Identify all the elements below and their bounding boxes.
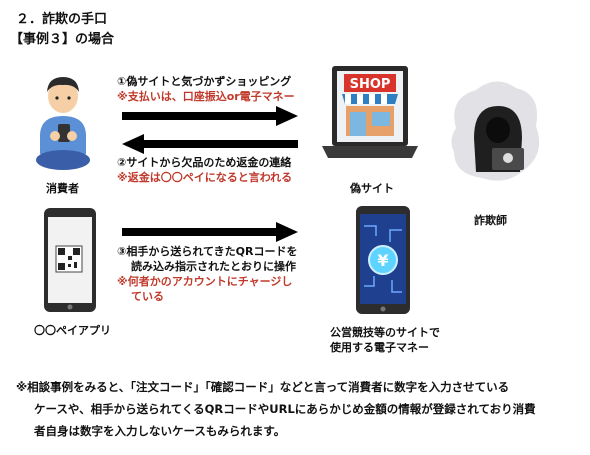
svg-text:¥: ¥ <box>377 251 388 270</box>
emoney-phone-illustration: ¥ <box>356 206 410 314</box>
arrow-right-1 <box>122 106 298 126</box>
arrow-right-3 <box>122 222 298 242</box>
arrow-left-2 <box>122 134 298 154</box>
pay-app-phone-illustration <box>44 208 96 312</box>
step3-note2: ている <box>131 290 164 303</box>
fraudster-illustration <box>451 81 540 181</box>
footnote-line1: ※相談事例をみると、「注文コード」「確認コード」などと言って消費者に数字を入力さ… <box>16 380 510 394</box>
step1-note: ※支払いは、口座振込or電子マネー <box>117 90 295 103</box>
emoney-label-line2: 使用する電子マネー <box>330 341 429 354</box>
fake-shop-laptop-illustration: SHOP <box>322 66 418 158</box>
footnote: ※相談事例をみると、「注文コード」「確認コード」などと言って消費者に数字を入力さ… <box>16 376 576 442</box>
step2-note: ※返金は〇〇ペイになると言われる <box>117 171 293 184</box>
consumer-label: 消費者 <box>46 182 79 195</box>
page-heading: ２．詐欺の手口 <box>16 12 108 27</box>
step3-line1: ③相手から送られてきたQRコードを <box>117 245 298 258</box>
fraudster-label: 詐欺師 <box>474 214 507 227</box>
pay-app-label: 〇〇ペイアプリ <box>34 324 111 337</box>
footnote-line3: 者自身は数字を入力しないケースもみられます。 <box>34 424 286 438</box>
shop-sign-text: SHOP <box>350 77 391 92</box>
step2-text: ②サイトから欠品のため返金の連絡 <box>117 156 292 169</box>
emoney-label-line1: 公営競技等のサイトで <box>330 326 440 339</box>
step3-line2: 読み込み指示されたとおりに操作 <box>131 260 296 273</box>
case-subheading: 【事例３】の場合 <box>10 32 115 47</box>
footnote-line2: ケースや、相手から送られてくるQRコードやURLにあらかじめ金額の情報が登録され… <box>34 402 536 416</box>
step3-note1: ※何者かのアカウントにチャージし <box>117 275 293 288</box>
consumer-illustration <box>36 77 90 170</box>
fake-site-label: 偽サイト <box>350 182 394 195</box>
step1-text: ①偽サイトと気づかずショッピング <box>117 75 292 88</box>
